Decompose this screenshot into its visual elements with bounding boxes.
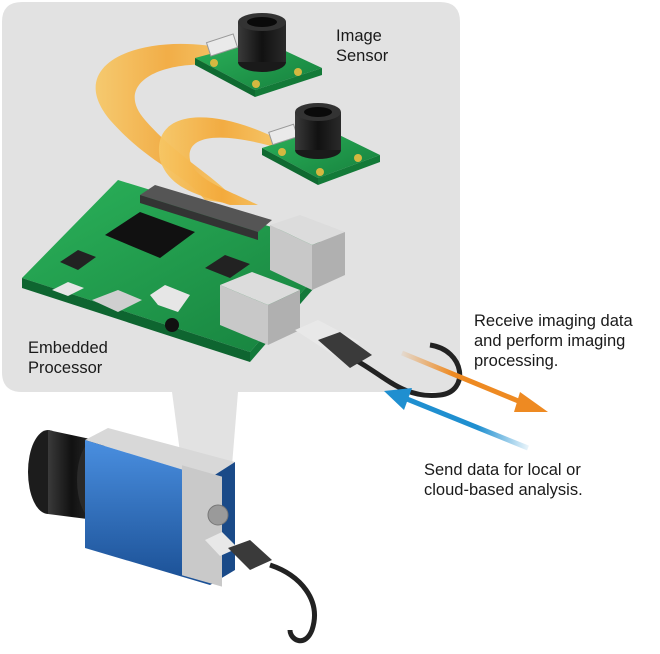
ribbon-cables bbox=[95, 43, 285, 205]
embedded-processor-label-line2: Processor bbox=[28, 359, 103, 377]
image-sensor-label-line1: Image bbox=[336, 27, 382, 45]
receive-label-line1: Receive imaging data bbox=[474, 312, 633, 330]
embedded-processor-label-line1: Embedded bbox=[28, 339, 108, 357]
data-flow-arrows bbox=[384, 350, 548, 451]
send-analysis-label: Send data for local or cloud-based analy… bbox=[424, 460, 583, 500]
embedded-processor-label: Embedded Processor bbox=[28, 338, 108, 378]
processor-board bbox=[22, 180, 345, 362]
receive-processing-label: Receive imaging data and perform imaging… bbox=[474, 311, 633, 371]
send-label-line2: cloud-based analysis. bbox=[424, 481, 583, 499]
image-sensor-bottom bbox=[262, 103, 380, 185]
ethernet-cable-camera bbox=[228, 540, 317, 644]
arrow-out-head bbox=[514, 392, 548, 412]
industrial-camera bbox=[28, 428, 238, 587]
receive-label-line2: and perform imaging bbox=[474, 332, 626, 350]
receive-label-line3: processing. bbox=[474, 352, 559, 370]
image-sensor-label-line2: Sensor bbox=[336, 47, 389, 65]
ethernet-cable-board bbox=[295, 320, 463, 399]
arrow-in-head bbox=[384, 388, 412, 410]
image-sensor-label: Image Sensor bbox=[336, 26, 388, 66]
send-label-line1: Send data for local or bbox=[424, 461, 581, 479]
image-sensor-top bbox=[195, 13, 322, 97]
